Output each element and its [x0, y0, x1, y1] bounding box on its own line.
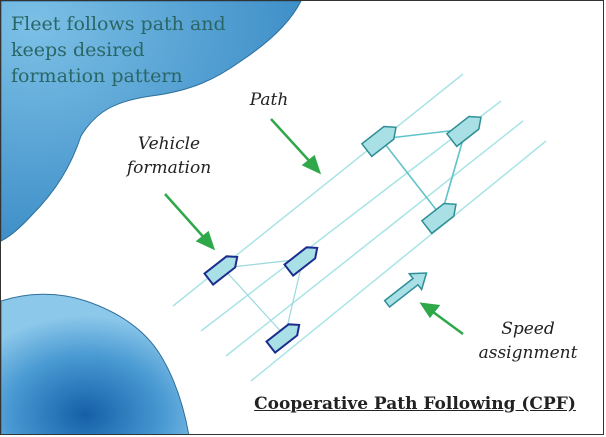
path-label: Path: [249, 90, 289, 110]
vehicle-icon: [360, 125, 397, 158]
speed-pointer-arrow-icon: [428, 307, 464, 336]
path-line-3: [225, 120, 524, 357]
diagram-title: Cooperative Path Following (CPF): [254, 394, 576, 414]
vehicle-pointer-arrow-icon: [164, 193, 208, 242]
speed-assignment-label: Speed assignment: [463, 317, 593, 365]
headline-line: formation pattern: [11, 65, 183, 87]
vehicle-icon: [203, 255, 239, 287]
vehicle-label-line: formation: [126, 158, 212, 178]
water-top-left: [1, 1, 302, 242]
vehicle-formation-label: Vehicle formation: [109, 132, 229, 180]
path-line-4: [250, 140, 547, 382]
headline-line: Fleet follows path and: [11, 13, 226, 35]
vehicle-label-line: Vehicle: [137, 134, 201, 154]
speed-label-line: Speed: [501, 319, 555, 339]
vehicle-icon: [283, 246, 319, 278]
headline-line: keeps desired: [11, 39, 145, 61]
headline: Fleet follows path and keeps desired for…: [11, 11, 251, 89]
water-bottom-left: [1, 293, 190, 434]
vehicle-formation-dark: [203, 246, 319, 355]
pointer-arrows: [164, 118, 464, 336]
vehicle-icon: [265, 323, 301, 355]
speed-arrow-icon: [383, 272, 428, 308]
path-pointer-arrow-icon: [270, 118, 314, 166]
vehicle-icon: [420, 202, 457, 235]
vehicle-formation-light: [360, 115, 482, 235]
speed-label-line: assignment: [478, 343, 578, 363]
vehicle-icon: [445, 115, 482, 148]
